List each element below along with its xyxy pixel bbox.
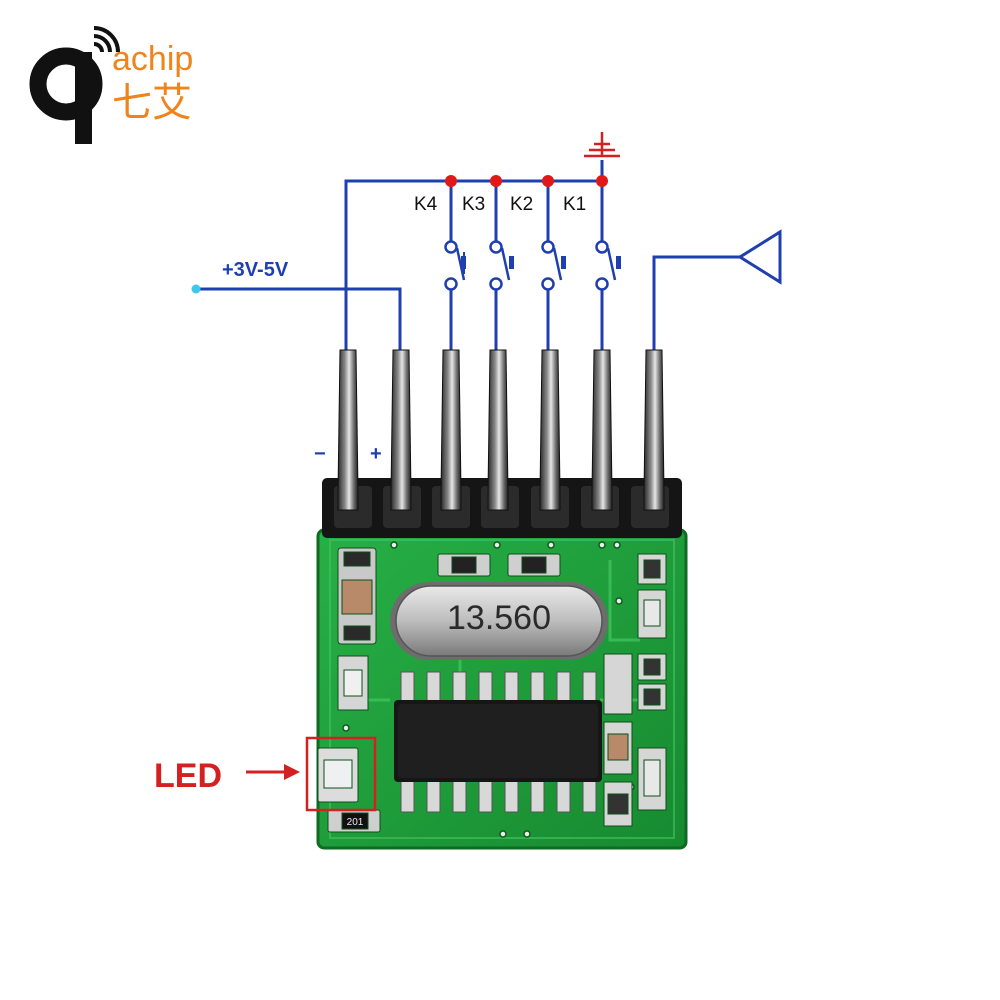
key-label-k3: K3: [462, 194, 485, 215]
junction-k1: [596, 175, 608, 187]
logo-brand-cjk: 七艾: [112, 80, 192, 126]
pin-label-plus: +: [370, 443, 382, 465]
logo-brand-latin: achip: [112, 40, 193, 78]
schematic: [198, 160, 740, 350]
crystal-oscillator: 13.560: [390, 582, 608, 660]
antenna-icon: [737, 229, 782, 285]
switch-k3: [489, 240, 514, 291]
smd-components: [317, 547, 667, 833]
led-highlight-box: [305, 736, 377, 812]
antenna-wire: [652, 255, 740, 350]
switch-k4: [444, 240, 466, 291]
led-callout-label: LED: [154, 757, 222, 795]
led-callout: LED: [154, 736, 377, 812]
switch-k1: [595, 240, 621, 291]
header-pins: [337, 349, 665, 511]
supply-wire: [198, 287, 402, 350]
brand-logo: achip 七艾: [29, 26, 193, 144]
pin-gnd: [337, 349, 359, 511]
resistor-marking: 201: [347, 817, 364, 828]
ground-symbol-icon: [584, 132, 620, 158]
pin-vcc: [390, 349, 412, 511]
arrow-right-icon: [246, 764, 300, 780]
supply-voltage-label: +3V-5V: [222, 259, 289, 281]
ground-bus-wire: [344, 179, 602, 350]
pin-ant: [643, 349, 665, 511]
key-label-k2: K2: [510, 194, 533, 215]
junction-dots: [445, 175, 608, 187]
key-label-k1: K1: [563, 194, 586, 215]
supply-terminal-dot: [191, 284, 201, 294]
pin-k4: [440, 349, 462, 511]
junction-k2: [542, 175, 554, 187]
pin-k2: [539, 349, 561, 511]
pushbutton-switch-icon: [444, 240, 621, 291]
logo-q-mark: [29, 47, 103, 144]
key-label-k4: K4: [414, 194, 438, 215]
pin-k1: [591, 349, 613, 511]
wifi-arcs-icon: [93, 26, 120, 53]
crystal-frequency-label: 13.560: [447, 599, 551, 637]
junction-k3: [490, 175, 502, 187]
junction-k4: [445, 175, 457, 187]
pin-k3: [487, 349, 509, 511]
pin-label-minus: −: [314, 443, 326, 465]
ic-chip: [394, 671, 602, 813]
switch-k2: [541, 240, 566, 291]
